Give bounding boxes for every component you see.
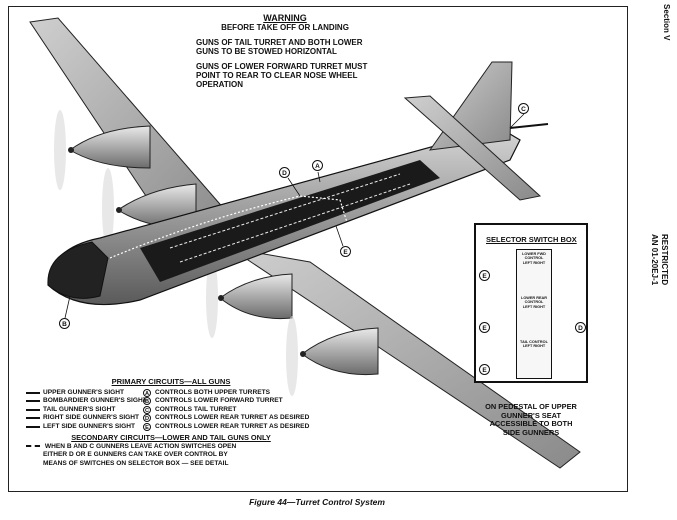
right-wing bbox=[229, 247, 581, 469]
circuit-legend: PRIMARY CIRCUITS—ALL GUNS UPPER GUNNER'S… bbox=[26, 377, 316, 468]
selector-switch-box: SELECTOR SWITCH BOX LOWER FWD CONTROL LE… bbox=[474, 223, 588, 383]
legend-letter: C bbox=[143, 405, 151, 414]
secondary-line-1: WHEN B AND C GUNNERS LEAVE ACTION SWITCH… bbox=[26, 443, 316, 451]
legend-row: UPPER GUNNER'S SIGHT A CONTROLS BOTH UPP… bbox=[26, 388, 316, 397]
callout-c: C bbox=[518, 103, 529, 114]
selector-group-tail: TAIL CONTROL LEFT RIGHT bbox=[517, 340, 551, 382]
legend-sight-name: UPPER GUNNER'S SIGHT bbox=[43, 388, 125, 396]
nose bbox=[47, 241, 109, 299]
sec-line2-text: GUNNERS CAN TAKE OVER CONTROL BY bbox=[93, 451, 228, 459]
selector-callout-d: D bbox=[575, 322, 586, 333]
legend-row: LEFT SIDE GUNNER'S SIGHT E CONTROLS LOWE… bbox=[26, 423, 316, 432]
warning-line-3: GUNS OF LOWER FORWARD TURRET MUST bbox=[196, 62, 368, 71]
selector-left-right-1: LEFT RIGHT bbox=[522, 260, 546, 265]
selector-callout-e-2: E bbox=[479, 322, 490, 333]
legend-row: BOMBARDIER GUNNER'S SIGHT B CONTROLS LOW… bbox=[26, 397, 316, 406]
warning-subtitle: BEFORE TAKE OFF OR LANDING bbox=[221, 23, 349, 32]
warning-line-5: OPERATION bbox=[196, 80, 243, 89]
selector-panel: LOWER FWD CONTROL LEFT RIGHT LOWER REAR … bbox=[516, 249, 552, 379]
solid-line-key bbox=[26, 426, 40, 429]
warning-line-1: GUNS OF TAIL TURRET AND BOTH LOWER bbox=[196, 38, 363, 47]
selector-note-4: SIDE GUNNERS bbox=[502, 427, 560, 437]
selector-note: ON PEDESTAL OF UPPER GUNNER'S SEAT ACCES… bbox=[470, 402, 592, 437]
doc-number-label: AN 01-20EJ-1 bbox=[650, 234, 659, 286]
sec-when: WHEN bbox=[44, 442, 65, 450]
fuselage-cutaway bbox=[140, 160, 440, 282]
selector-title: SELECTOR SWITCH BOX bbox=[486, 235, 577, 244]
callout-d: D bbox=[279, 167, 290, 178]
legend-desc: CONTROLS LOWER FORWARD TURRET bbox=[155, 397, 283, 405]
figure-caption: Figure 44—Turret Control System bbox=[249, 497, 385, 507]
engine-nacelle-1 bbox=[54, 110, 151, 190]
secondary-line-2: EITHER D OR E GUNNERS CAN TAKE OVER CONT… bbox=[26, 451, 316, 459]
legend-sight-name: LEFT SIDE GUNNER'S SIGHT bbox=[43, 422, 136, 430]
selector-label-tail: TAIL CONTROL bbox=[520, 340, 548, 344]
legend-letter: E bbox=[143, 423, 151, 432]
section-label: Section V bbox=[662, 4, 671, 41]
b29-cutaway-illustration bbox=[29, 17, 581, 469]
warning-line-2: GUNS TO BE STOWED HORIZONTAL bbox=[196, 47, 337, 56]
sec-or: OR bbox=[75, 451, 86, 459]
warning-line-4: POINT TO REAR TO CLEAR NOSE WHEEL bbox=[196, 71, 358, 80]
sec-line1-text: GUNNERS LEAVE ACTION SWITCHES OPEN bbox=[95, 442, 237, 450]
sec-letter-e: E bbox=[87, 451, 92, 459]
warning-note: WARNING BEFORE TAKE OFF OR LANDING GUNS … bbox=[196, 13, 374, 90]
sec-letter-d: D bbox=[69, 451, 74, 459]
solid-line-key bbox=[26, 391, 40, 394]
legend-desc: CONTROLS TAIL TURRET bbox=[155, 405, 237, 413]
selector-group-lower-fwd: LOWER FWD CONTROL LEFT RIGHT bbox=[517, 252, 551, 294]
callout-e: E bbox=[340, 246, 351, 257]
selector-label-lower-rear: LOWER REAR CONTROL bbox=[521, 296, 547, 305]
horizontal-stabilizer bbox=[403, 95, 542, 201]
selector-label-lower-fwd: LOWER FWD CONTROL bbox=[522, 252, 546, 261]
restricted-label: RESTRICTED bbox=[660, 234, 669, 286]
solid-line-key bbox=[26, 417, 40, 420]
secondary-line-3: MEANS OF SWITCHES ON SELECTOR BOX — SEE … bbox=[43, 459, 229, 467]
primary-circuits-title: PRIMARY CIRCUITS—ALL GUNS bbox=[111, 377, 231, 386]
solid-line-key bbox=[26, 400, 40, 403]
warning-title: WARNING bbox=[263, 13, 307, 23]
selector-note-3: ACCESSIBLE TO BOTH bbox=[489, 419, 573, 429]
page-frame bbox=[8, 6, 628, 492]
secondary-circuits-title: SECONDARY CIRCUITS—LOWER AND TAIL GUNS O… bbox=[71, 433, 271, 443]
legend-row: RIGHT SIDE GUNNER'S SIGHT D CONTROLS LOW… bbox=[26, 414, 316, 423]
legend-desc: CONTROLS LOWER REAR TURRET AS DESIRED bbox=[155, 414, 310, 422]
legend-sight-name: BOMBARDIER GUNNER'S SIGHT bbox=[43, 397, 147, 405]
selector-note-1: ON PEDESTAL OF UPPER bbox=[485, 402, 577, 411]
sec-and: AND bbox=[73, 442, 88, 450]
legend-letter: A bbox=[143, 388, 151, 397]
selector-left-right-3: LEFT RIGHT bbox=[522, 344, 546, 349]
legend-letter: D bbox=[143, 414, 151, 423]
callout-a: A bbox=[312, 160, 323, 171]
legend-sight-name: RIGHT SIDE GUNNER'S SIGHT bbox=[43, 414, 140, 422]
engine-nacelle-4 bbox=[286, 316, 379, 396]
selector-callout-e-1: E bbox=[479, 270, 490, 281]
legend-row: TAIL GUNNER'S SIGHT C CONTROLS TAIL TURR… bbox=[26, 406, 316, 415]
sec-letter-b: B bbox=[66, 442, 72, 450]
selector-left-right-2: LEFT RIGHT bbox=[522, 304, 546, 309]
dashed-line-key bbox=[26, 445, 40, 448]
callout-b: B bbox=[59, 318, 70, 329]
solid-line-key bbox=[26, 408, 40, 411]
sec-letter-c: C bbox=[89, 442, 95, 450]
legend-letter: B bbox=[143, 397, 151, 406]
legend-sight-name: TAIL GUNNER'S SIGHT bbox=[43, 405, 116, 413]
side-margin: Section V RESTRICTED AN 01-20EJ-1 bbox=[650, 2, 673, 482]
selector-note-2: GUNNER'S SEAT bbox=[501, 410, 561, 420]
engine-nacelle-3 bbox=[206, 258, 293, 338]
sec-either: EITHER bbox=[43, 451, 68, 459]
selector-group-lower-rear: LOWER REAR CONTROL LEFT RIGHT bbox=[517, 296, 551, 338]
legend-desc: CONTROLS BOTH UPPER TURRETS bbox=[155, 388, 271, 396]
selector-callout-e-3: E bbox=[479, 364, 490, 375]
legend-desc: CONTROLS LOWER REAR TURRET AS DESIRED bbox=[155, 422, 310, 430]
